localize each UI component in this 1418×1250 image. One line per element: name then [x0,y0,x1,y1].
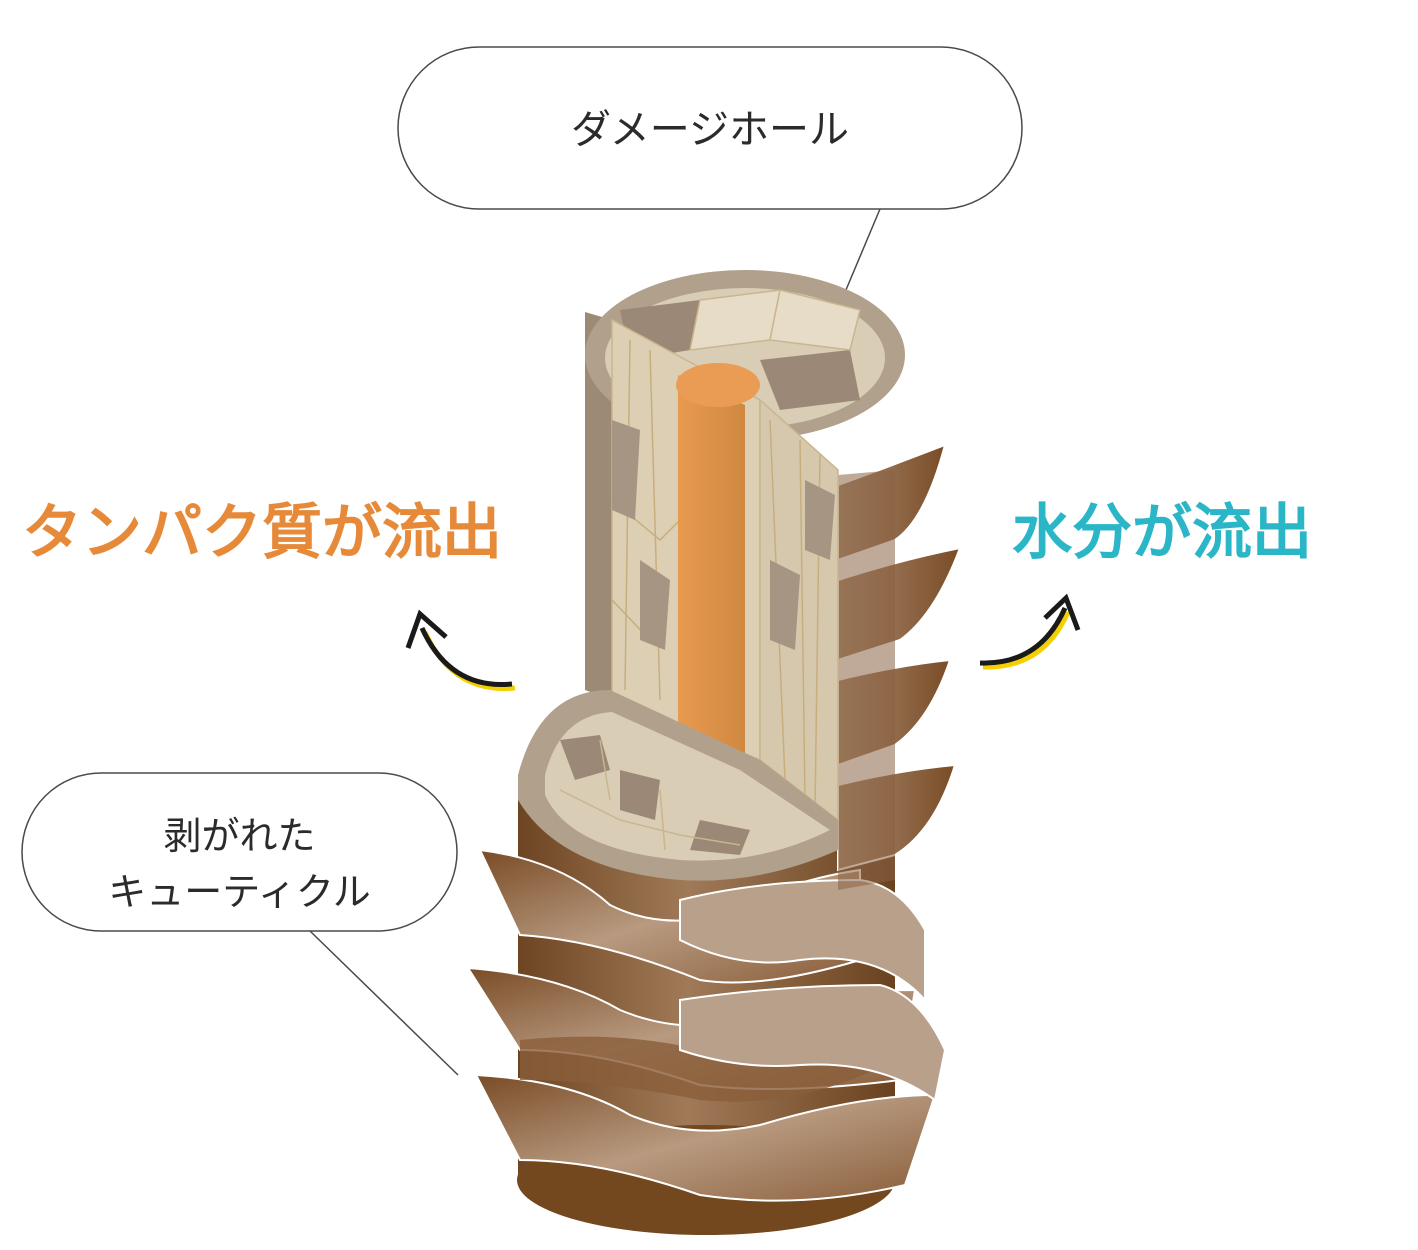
damage-hole-callout [397,46,1023,298]
cuticle-scales [466,848,947,1202]
protein-outflow-label: タンパク質が流出 [22,498,502,568]
cuticle-label: 剥がれた キューティクル [22,808,457,920]
cuticle-label-line2: キューティクル [108,870,371,914]
cuticle-scales-right [837,443,962,890]
lower-cross-section [518,690,838,881]
damage-hole-label: ダメージホール [571,107,849,153]
water-outflow-arrow [979,593,1081,670]
water-outflow-label: 水分が流出 [1012,498,1312,568]
cortex-cutaway [585,270,905,822]
protein-outflow-arrow [405,609,516,692]
cuticle-label-line1: 剥がれた [163,814,316,858]
cuticle-callout [21,772,459,1076]
